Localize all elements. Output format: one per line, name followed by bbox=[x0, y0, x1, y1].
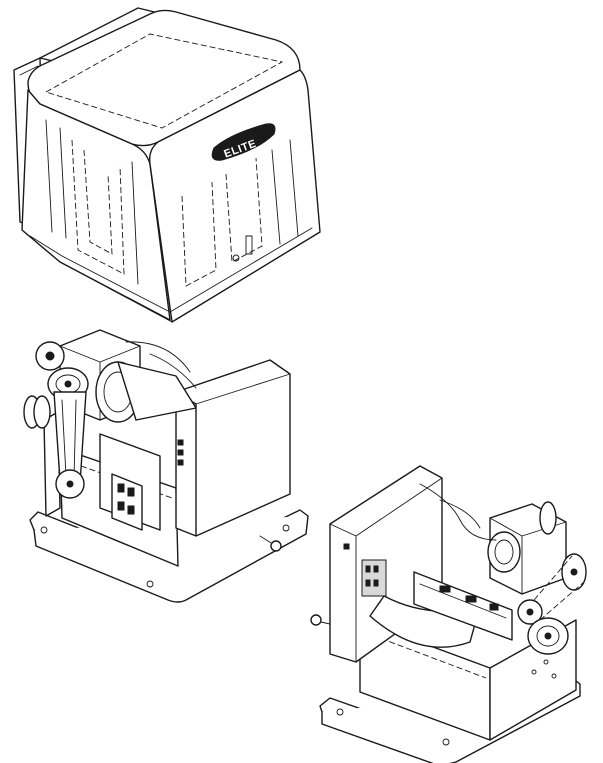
operator-cover: ELITE bbox=[13, 7, 321, 323]
operator-unit-front-view bbox=[23, 329, 309, 603]
operator-unit-rear-view bbox=[310, 465, 587, 763]
